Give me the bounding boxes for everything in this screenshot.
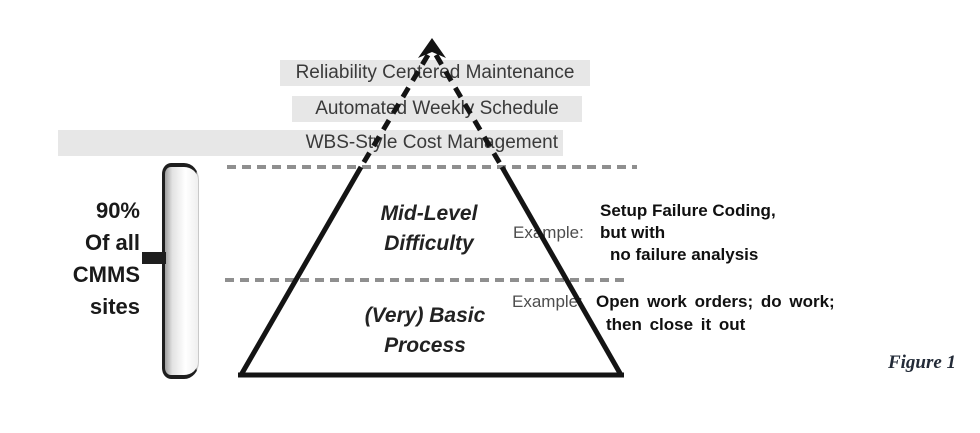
label-text: Automated Weekly Schedule <box>315 98 559 119</box>
vertical-bracket-bar <box>162 163 199 379</box>
bracket-tick <box>142 252 166 264</box>
example-line: Setup Failure Coding, <box>600 201 776 220</box>
example-label-basic: Example: <box>512 292 583 311</box>
cmms-sites-annotation: 90% Of all CMMS sites <box>36 195 140 323</box>
example-line: then close it out <box>606 315 746 334</box>
tier-line: Difficulty <box>384 232 474 255</box>
example-text-basic: Open work orders; do work; then close it… <box>596 290 835 336</box>
label-text: Reliability Centered Maintenance <box>295 62 575 83</box>
label-text: WBS-Style Cost Management <box>305 132 558 153</box>
annotation-line: CMMS <box>72 262 140 287</box>
annotation-line: sites <box>89 294 140 319</box>
tier-line: (Very) Basic <box>364 304 486 327</box>
label-bar-wbs-style-cost-management: WBS-Style Cost Management <box>58 130 563 156</box>
label-bar-automated-weekly-schedule: Automated Weekly Schedule <box>292 96 582 122</box>
example-line: Open work orders; do work; <box>596 292 835 311</box>
apex-arrowhead-icon <box>418 38 446 58</box>
example-line: no failure analysis <box>610 245 759 264</box>
figure-caption: Figure 1 <box>887 352 957 373</box>
tier-line: Mid-Level <box>380 202 478 225</box>
label-bar-reliability-centered-maintenance: Reliability Centered Maintenance <box>280 60 590 86</box>
tier-label-basic-process: (Very) Basic Process <box>320 301 530 361</box>
example-label-mid: Example: <box>513 223 584 242</box>
tier-label-mid-level: Mid-Level Difficulty <box>324 199 534 259</box>
example-line: but with <box>600 223 666 242</box>
tier-line: Process <box>384 334 466 357</box>
example-text-mid: Setup Failure Coding, but with no failur… <box>600 200 776 266</box>
annotation-line: Of all <box>84 230 140 255</box>
annotation-line: 90% <box>95 198 140 223</box>
